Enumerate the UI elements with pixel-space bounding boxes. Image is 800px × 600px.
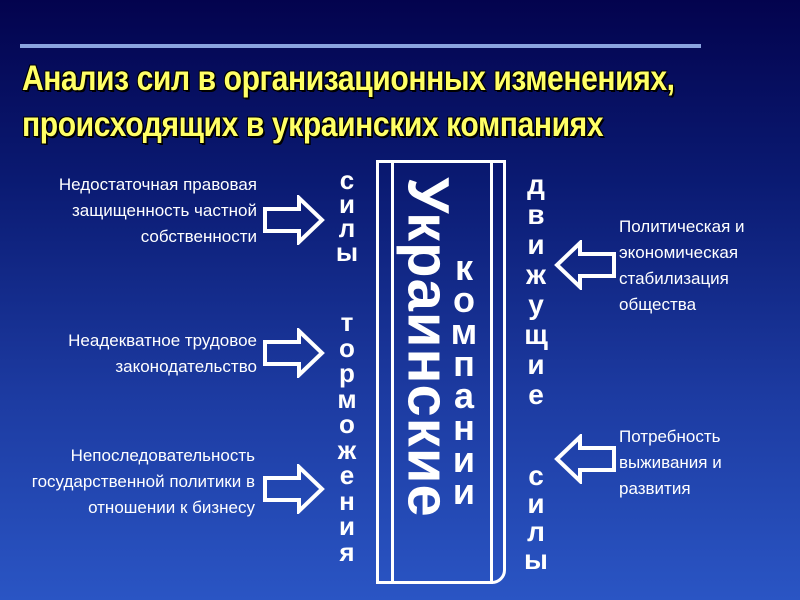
vertical-letter: н	[339, 485, 355, 516]
vertical-letter: т	[340, 307, 354, 337]
vertical-letter: и	[527, 488, 545, 519]
vertical-letter: ж	[337, 434, 357, 465]
vertical-letter: в	[527, 199, 545, 230]
vertical-letter: о	[453, 279, 475, 320]
title-line-2: происходящих в украинских компаниях	[22, 105, 604, 144]
arrow-right-icon	[263, 464, 325, 514]
vertical-letter: е	[528, 379, 544, 410]
vertical-letter: л	[338, 213, 356, 243]
vertical-letter: д	[527, 169, 545, 200]
vertical-letter: п	[453, 343, 475, 384]
left-factor-policy: Непоследовательность государственной пол…	[31, 446, 255, 517]
vertical-letter: м	[450, 311, 478, 352]
vertical-letter: о	[339, 409, 355, 439]
vertical-letter: и	[339, 189, 355, 219]
vertical-letter: с	[528, 460, 544, 491]
vertical-letter: н	[453, 407, 475, 448]
vertical-letter: л	[527, 516, 545, 547]
vertical-letter: ы	[335, 237, 359, 267]
vertical-letter: я	[339, 536, 355, 567]
title-line-1: Анализ сил в организационных изменениях,	[22, 59, 675, 98]
vertical-letter: р	[339, 358, 355, 388]
vertical-letter: и	[452, 439, 476, 480]
left-factor-labor-law: Неадекватное трудовое законодательство	[68, 331, 257, 376]
vertical-letter: у	[528, 289, 544, 320]
right-factor-survival: Потребность выживания и развития	[619, 427, 722, 498]
vertical-letter: щ	[524, 319, 548, 350]
vertical-letter: м	[337, 383, 357, 414]
arrow-right-icon	[263, 195, 325, 245]
vertical-letter: с	[339, 165, 355, 195]
vertical-letter: ы	[524, 544, 548, 575]
vertical-letter: и	[339, 511, 355, 541]
arrow-right-icon	[263, 328, 325, 378]
vertical-letter: к	[454, 247, 474, 288]
vertical-letter: и	[527, 349, 545, 380]
vertical-letter: и	[452, 471, 476, 512]
top-rule	[20, 44, 701, 48]
center-scroll-frame	[376, 160, 506, 584]
vertical-letter: о	[339, 332, 355, 363]
arrow-left-icon	[554, 434, 616, 484]
right-factor-stabilization: Политическая и экономическая стабилизаци…	[619, 217, 745, 314]
vertical-letter: ж	[526, 259, 546, 290]
vertical-letter: е	[339, 460, 355, 490]
vertical-letter: и	[527, 229, 545, 260]
vertical-letter: а	[453, 375, 475, 416]
page-title: Анализ сил в организационных изменениях,…	[22, 56, 684, 148]
left-factor-property: Недостаточная правовая защищенность част…	[58, 175, 257, 246]
arrow-left-icon	[554, 240, 616, 290]
